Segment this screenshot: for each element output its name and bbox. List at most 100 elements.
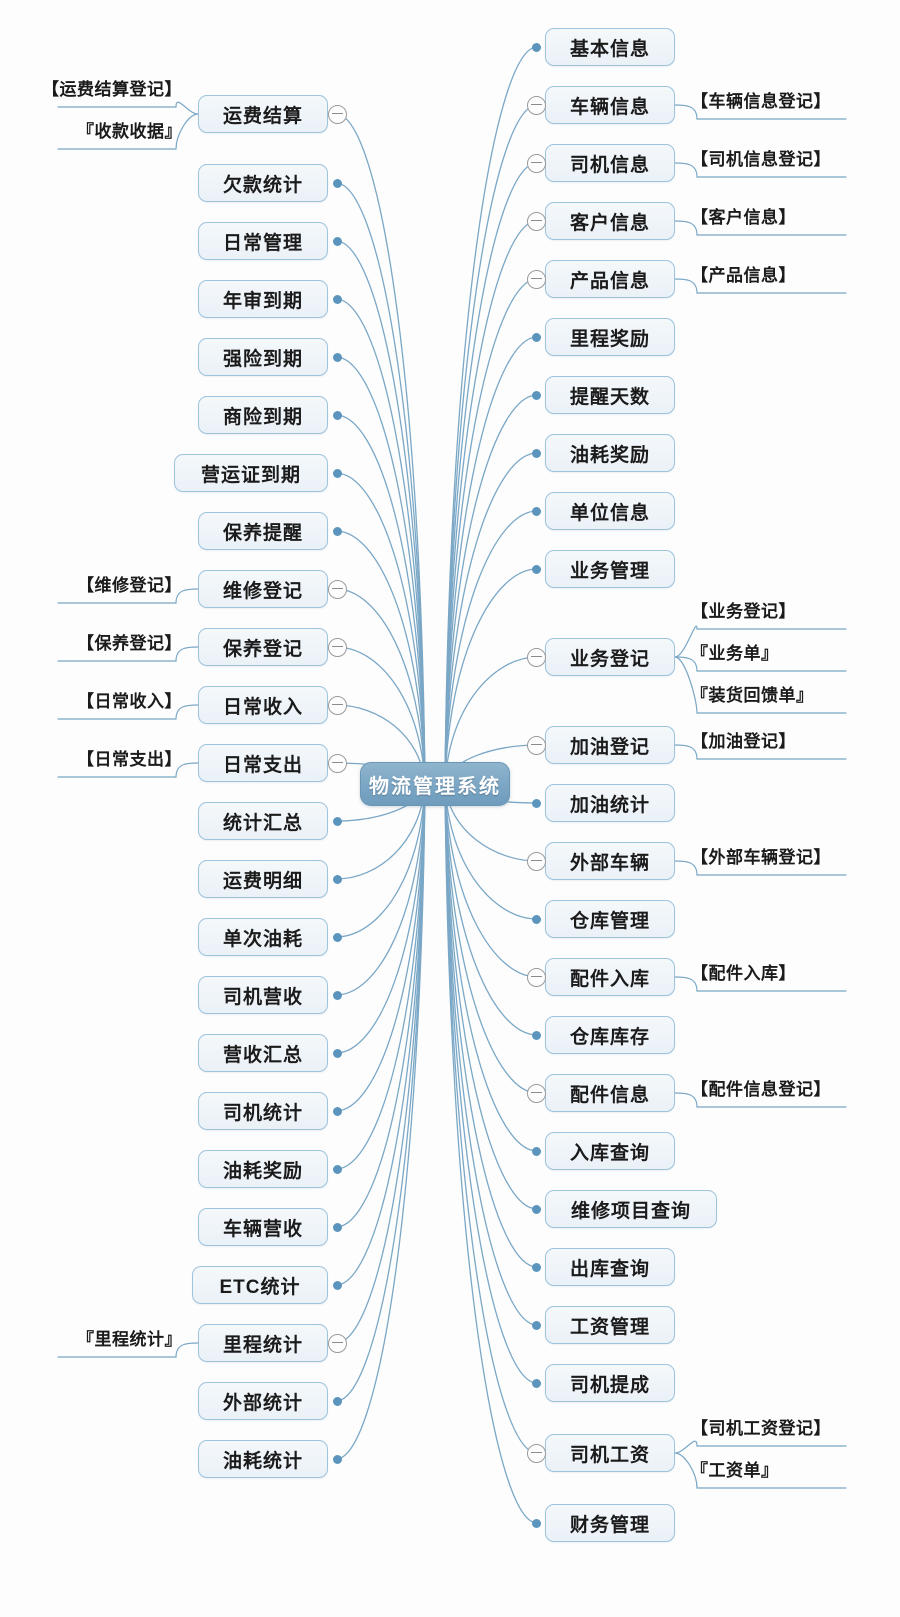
leaf-label-right-10-2[interactable]: 『装货回馈单』	[691, 686, 814, 705]
leaf-label-left-0-0[interactable]: 【运费结算登记】	[42, 80, 182, 99]
branch-node-left-5[interactable]: 商险到期	[198, 396, 328, 434]
collapse-toggle-right-17[interactable]	[526, 1083, 546, 1103]
collapse-toggle-left-9[interactable]	[327, 637, 347, 657]
leaf-label-left-10-0[interactable]: 【日常收入】	[77, 692, 182, 711]
branch-node-left-4[interactable]: 强险到期	[198, 338, 328, 376]
branch-node-left-10[interactable]: 日常收入	[198, 686, 328, 724]
branch-node-right-21[interactable]: 工资管理	[545, 1306, 675, 1344]
collapse-toggle-left-21[interactable]	[327, 1333, 347, 1353]
collapse-toggle-right-1[interactable]	[526, 95, 546, 115]
branch-node-right-8[interactable]: 单位信息	[545, 492, 675, 530]
collapse-toggle-left-0[interactable]	[327, 104, 347, 124]
branch-node-right-19[interactable]: 维修项目查询	[545, 1190, 717, 1228]
branch-node-left-14[interactable]: 单次油耗	[198, 918, 328, 956]
collapse-toggle-left-8[interactable]	[327, 579, 347, 599]
branch-node-right-22[interactable]: 司机提成	[545, 1364, 675, 1402]
branch-node-right-12[interactable]: 加油统计	[545, 784, 675, 822]
branch-node-left-16[interactable]: 营收汇总	[198, 1034, 328, 1072]
branch-node-right-0[interactable]: 基本信息	[545, 28, 675, 66]
leaf-label-right-2-0[interactable]: 【司机信息登记】	[691, 150, 831, 169]
branch-node-right-10[interactable]: 业务登记	[545, 638, 675, 676]
branch-node-right-23[interactable]: 司机工资	[545, 1434, 675, 1472]
leaf-label-right-4-0[interactable]: 【产品信息】	[691, 266, 796, 285]
leaf-label-right-23-0[interactable]: 【司机工资登记】	[691, 1419, 831, 1438]
branch-node-left-13[interactable]: 运费明细	[198, 860, 328, 898]
branch-node-right-17[interactable]: 配件信息	[545, 1074, 675, 1112]
branch-bullet-right-5	[531, 332, 541, 342]
collapse-toggle-left-11[interactable]	[327, 753, 347, 773]
branch-node-right-20[interactable]: 出库查询	[545, 1248, 675, 1286]
branch-node-right-13[interactable]: 外部车辆	[545, 842, 675, 880]
branch-bullet-right-8	[531, 506, 541, 516]
branch-node-right-2[interactable]: 司机信息	[545, 144, 675, 182]
branch-node-left-21[interactable]: 里程统计	[198, 1324, 328, 1362]
branch-node-left-15[interactable]: 司机营收	[198, 976, 328, 1014]
branch-node-left-3[interactable]: 年审到期	[198, 280, 328, 318]
branch-bullet-left-20	[332, 1280, 342, 1290]
branch-node-right-15[interactable]: 配件入库	[545, 958, 675, 996]
branch-bullet-right-14	[531, 914, 541, 924]
branch-node-left-18[interactable]: 油耗奖励	[198, 1150, 328, 1188]
branch-bullet-left-4	[332, 352, 342, 362]
branch-node-right-4[interactable]: 产品信息	[545, 260, 675, 298]
branch-node-right-11[interactable]: 加油登记	[545, 726, 675, 764]
leaf-label-right-17-0[interactable]: 【配件信息登记】	[691, 1080, 831, 1099]
collapse-toggle-right-23[interactable]	[526, 1443, 546, 1463]
branch-node-left-22[interactable]: 外部统计	[198, 1382, 328, 1420]
branch-bullet-left-23	[332, 1454, 342, 1464]
branch-node-right-3[interactable]: 客户信息	[545, 202, 675, 240]
branch-bullet-left-19	[332, 1222, 342, 1232]
leaf-label-left-21-0[interactable]: 『里程统计』	[77, 1330, 182, 1349]
branch-bullet-left-18	[332, 1164, 342, 1174]
branch-bullet-right-18	[531, 1146, 541, 1156]
branch-node-left-8[interactable]: 维修登记	[198, 570, 328, 608]
branch-node-left-2[interactable]: 日常管理	[198, 222, 328, 260]
branch-node-left-23[interactable]: 油耗统计	[198, 1440, 328, 1478]
branch-node-left-1[interactable]: 欠款统计	[198, 164, 328, 202]
branch-node-left-9[interactable]: 保养登记	[198, 628, 328, 666]
branch-node-right-18[interactable]: 入库查询	[545, 1132, 675, 1170]
branch-node-right-5[interactable]: 里程奖励	[545, 318, 675, 356]
branch-node-right-7[interactable]: 油耗奖励	[545, 434, 675, 472]
leaf-label-right-11-0[interactable]: 【加油登记】	[691, 732, 796, 751]
collapse-toggle-right-11[interactable]	[526, 735, 546, 755]
leaf-label-left-9-0[interactable]: 【保养登记】	[77, 634, 182, 653]
branch-node-right-16[interactable]: 仓库库存	[545, 1016, 675, 1054]
branch-node-left-20[interactable]: ETC统计	[192, 1266, 328, 1304]
collapse-toggle-right-15[interactable]	[526, 967, 546, 987]
branch-node-left-7[interactable]: 保养提醒	[198, 512, 328, 550]
branch-node-left-19[interactable]: 车辆营收	[198, 1208, 328, 1246]
collapse-toggle-right-3[interactable]	[526, 211, 546, 231]
leaf-label-right-10-1[interactable]: 『业务单』	[691, 644, 779, 663]
branch-bullet-right-12	[531, 798, 541, 808]
branch-node-left-6[interactable]: 营运证到期	[174, 454, 328, 492]
leaf-label-right-23-1[interactable]: 『工资单』	[691, 1461, 779, 1480]
leaf-label-right-15-0[interactable]: 【配件入库】	[691, 964, 796, 983]
branch-node-right-24[interactable]: 财务管理	[545, 1504, 675, 1542]
branch-node-left-17[interactable]: 司机统计	[198, 1092, 328, 1130]
leaf-label-right-13-0[interactable]: 【外部车辆登记】	[691, 848, 831, 867]
branch-bullet-right-16	[531, 1030, 541, 1040]
branch-bullet-left-2	[332, 236, 342, 246]
leaf-label-left-0-1[interactable]: 『收款收据』	[77, 122, 182, 141]
branch-node-left-0[interactable]: 运费结算	[198, 95, 328, 133]
branch-node-right-9[interactable]: 业务管理	[545, 550, 675, 588]
leaf-label-right-1-0[interactable]: 【车辆信息登记】	[691, 92, 831, 111]
leaf-label-right-3-0[interactable]: 【客户信息】	[691, 208, 796, 227]
branch-node-left-11[interactable]: 日常支出	[198, 744, 328, 782]
branch-node-right-1[interactable]: 车辆信息	[545, 86, 675, 124]
leaf-label-left-11-0[interactable]: 【日常支出】	[77, 750, 182, 769]
center-node[interactable]: 物流管理系统	[360, 762, 510, 806]
branch-node-right-14[interactable]: 仓库管理	[545, 900, 675, 938]
branch-node-left-12[interactable]: 统计汇总	[198, 802, 328, 840]
branch-node-right-6[interactable]: 提醒天数	[545, 376, 675, 414]
leaf-label-right-10-0[interactable]: 【业务登记】	[691, 602, 796, 621]
collapse-toggle-right-10[interactable]	[526, 647, 546, 667]
collapse-toggle-right-4[interactable]	[526, 269, 546, 289]
collapse-toggle-right-2[interactable]	[526, 153, 546, 173]
collapse-toggle-right-13[interactable]	[526, 851, 546, 871]
collapse-toggle-left-10[interactable]	[327, 695, 347, 715]
branch-bullet-right-24	[531, 1518, 541, 1528]
leaf-label-left-8-0[interactable]: 【维修登记】	[77, 576, 182, 595]
